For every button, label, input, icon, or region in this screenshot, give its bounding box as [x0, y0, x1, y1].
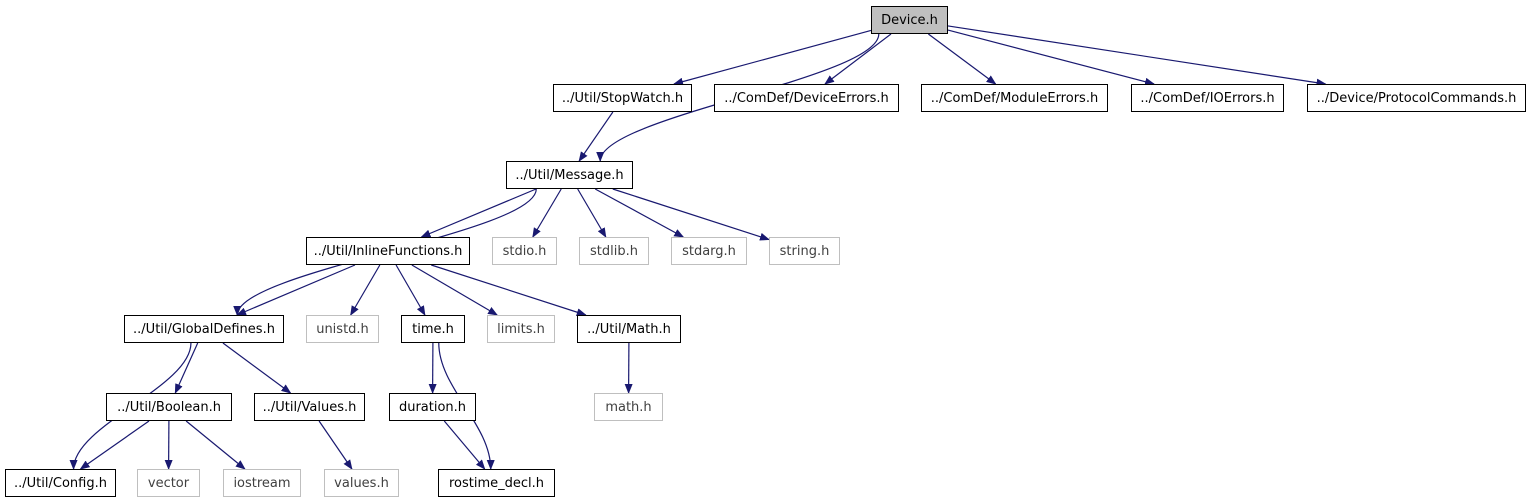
- node-unistd-h[interactable]: unistd.h: [306, 315, 379, 343]
- node-stopwatch-h[interactable]: ../Util/StopWatch.h: [553, 84, 692, 112]
- edge-inline_functions_h-to-unistd_h: [350, 264, 381, 316]
- node-math-h[interactable]: math.h: [594, 393, 663, 421]
- node-stdio-h[interactable]: stdio.h: [492, 237, 557, 265]
- node-stdarg-h[interactable]: stdarg.h: [671, 237, 747, 265]
- edge-message_h-to-stdio_h: [532, 188, 562, 238]
- edge-device_h-to-protocol_commands_h: [947, 25, 1327, 87]
- node-values-h[interactable]: values.h: [324, 469, 399, 497]
- edge-inline_functions_h-to-time_h: [395, 264, 426, 316]
- edge-global_defines_h-to-values_util_h: [222, 342, 292, 394]
- edge-inline_functions_h-to-global_defines_h: [236, 264, 356, 316]
- edge-device_h-to-module_errors_h: [927, 33, 997, 85]
- node-protocol-commands-h[interactable]: ../Device/ProtocolCommands.h: [1307, 84, 1526, 112]
- edge-message_h-to-stdarg_h: [594, 188, 685, 238]
- node-limits-h[interactable]: limits.h: [487, 315, 555, 343]
- node-rostime-decl-h[interactable]: rostime_decl.h: [438, 469, 555, 497]
- edge-message_h-to-string_h: [612, 188, 770, 241]
- node-config-h[interactable]: ../Util/Config.h: [5, 469, 116, 497]
- edge-device_h-to-stopwatch_h: [673, 29, 872, 86]
- edge-boolean_h-to-config_h: [79, 420, 150, 470]
- node-io-errors-h[interactable]: ../ComDef/IOErrors.h: [1131, 84, 1284, 112]
- node-vector[interactable]: vector: [137, 469, 200, 497]
- node-global-defines-h[interactable]: ../Util/GlobalDefines.h: [124, 315, 284, 343]
- node-device-errors-h[interactable]: ../ComDef/DeviceErrors.h: [714, 84, 899, 112]
- edge-duration_h-to-rostime_decl_h: [443, 420, 486, 470]
- edge-stopwatch_h-to-message_h: [578, 111, 614, 162]
- node-stdlib-h[interactable]: stdlib.h: [579, 237, 649, 265]
- edge-device_h-to-device_errors_h: [824, 33, 892, 85]
- edge-global_defines_h-to-boolean_h: [174, 342, 199, 394]
- node-iostream[interactable]: iostream: [223, 469, 301, 497]
- edge-values_util_h-to-values_h: [318, 420, 353, 470]
- node-string-h[interactable]: string.h: [769, 237, 840, 265]
- node-inline-functions-h[interactable]: ../Util/InlineFunctions.h: [306, 237, 470, 265]
- node-duration-h[interactable]: duration.h: [389, 393, 476, 421]
- node-math-util-h[interactable]: ../Util/Math.h: [577, 315, 681, 343]
- edge-inline_functions_h-to-limits_h: [411, 264, 498, 316]
- edge-device_h-to-io_errors_h: [947, 29, 1155, 86]
- node-module-errors-h[interactable]: ../ComDef/ModuleErrors.h: [921, 84, 1108, 112]
- node-values-util-h[interactable]: ../Util/Values.h: [254, 393, 365, 421]
- edge-inline_functions_h-to-math_util_h: [431, 264, 587, 317]
- node-time-h[interactable]: time.h: [401, 315, 465, 343]
- node-device-h[interactable]: Device.h: [871, 6, 948, 34]
- edge-message_h-to-inline_functions_h: [420, 188, 537, 238]
- node-message-h[interactable]: ../Util/Message.h: [506, 161, 633, 189]
- edge-boolean_h-to-iostream: [185, 420, 246, 470]
- edge-message_h-to-stdlib_h: [577, 188, 607, 238]
- node-boolean-h[interactable]: ../Util/Boolean.h: [106, 393, 232, 421]
